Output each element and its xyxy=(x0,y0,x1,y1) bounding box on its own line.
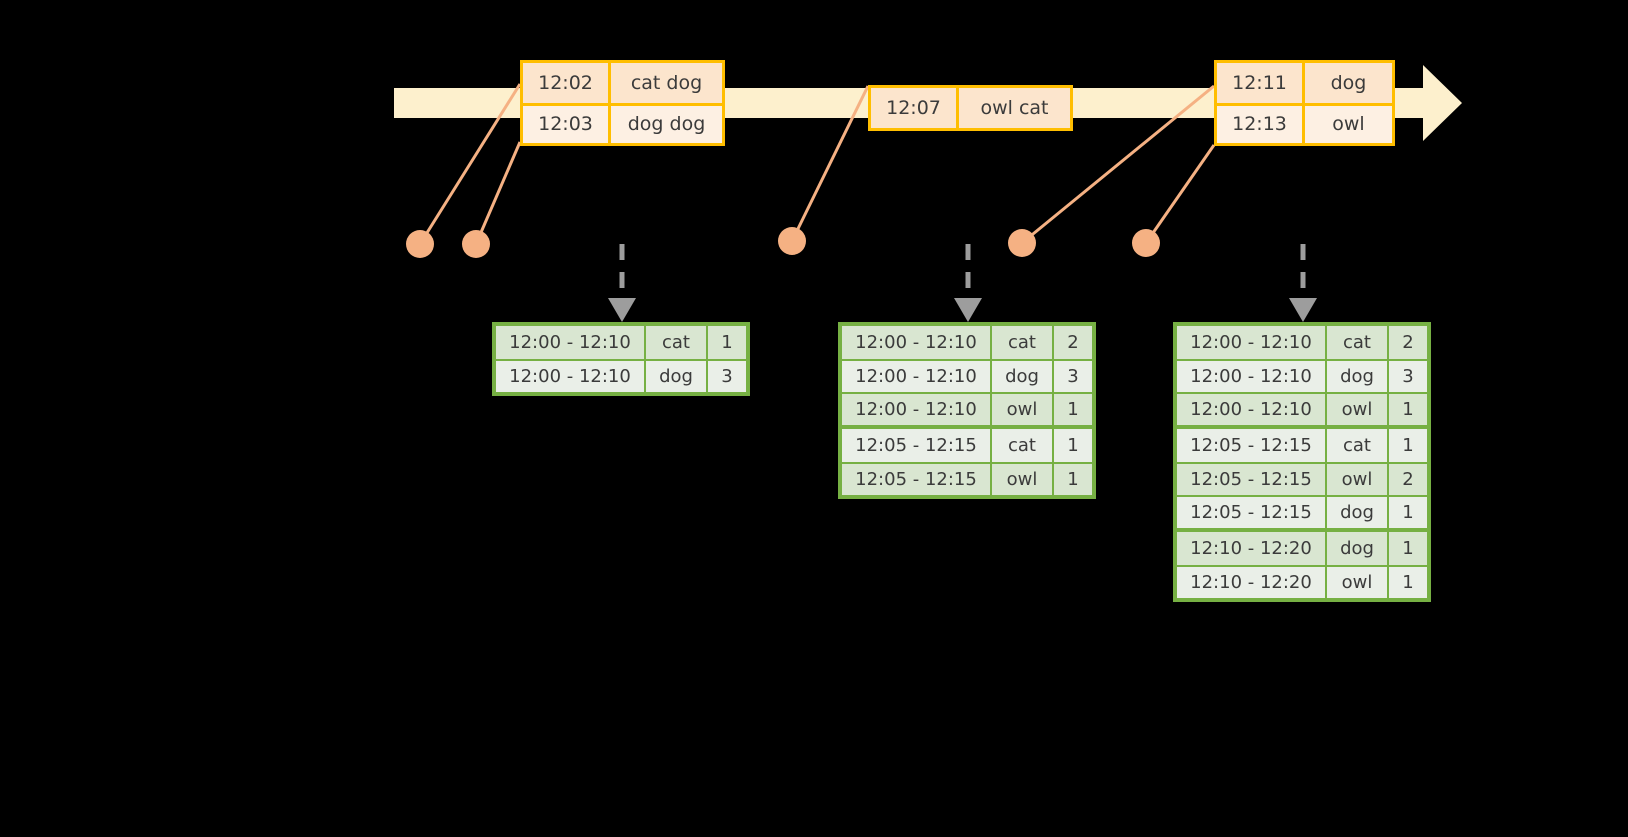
window-cell: 12:00 - 12:10 xyxy=(1177,394,1327,425)
window-cell: 12:00 - 12:10 xyxy=(496,361,646,392)
event-group-2[interactable]: 12:07 owl cat xyxy=(868,85,1073,131)
word-cell: cat xyxy=(646,326,708,359)
count-cell: 2 xyxy=(1389,464,1427,495)
window-cell: 12:00 - 12:10 xyxy=(496,326,646,359)
count-cell: 1 xyxy=(1389,429,1427,462)
connector-dot-1 xyxy=(406,230,434,258)
table-row[interactable]: 12:00 - 12:10 owl 1 xyxy=(842,392,1092,425)
window-cell: 12:10 - 12:20 xyxy=(1177,532,1327,565)
dashed-arrow-1 xyxy=(608,244,636,322)
event-words: owl cat xyxy=(959,88,1070,128)
count-cell: 3 xyxy=(1389,361,1427,392)
table-row[interactable]: 12:05 - 12:15 cat 1 xyxy=(842,429,1092,462)
dashed-arrow-3 xyxy=(1289,244,1317,322)
table-row[interactable]: 12:05 - 12:15 owl 1 xyxy=(842,462,1092,495)
count-cell: 3 xyxy=(1054,361,1092,392)
window-cell: 12:00 - 12:10 xyxy=(1177,326,1327,359)
table-row[interactable]: 12:00 - 12:10 dog 3 xyxy=(496,359,746,392)
word-cell: owl xyxy=(1327,394,1389,425)
event-words: cat dog xyxy=(611,63,722,103)
count-cell: 1 xyxy=(708,326,746,359)
event-time: 12:02 xyxy=(523,63,611,103)
count-cell: 1 xyxy=(1054,429,1092,462)
table-row[interactable]: 12:05 - 12:15 dog 1 xyxy=(1177,495,1427,528)
event-time: 12:07 xyxy=(871,88,959,128)
event-row[interactable]: 12:13 owl xyxy=(1217,103,1392,143)
count-cell: 1 xyxy=(1054,394,1092,425)
window-cell: 12:00 - 12:10 xyxy=(1177,361,1327,392)
event-row[interactable]: 12:02 cat dog xyxy=(523,63,722,103)
count-cell: 3 xyxy=(708,361,746,392)
table-row[interactable]: 12:00 - 12:10 cat 1 xyxy=(496,326,746,359)
word-cell: dog xyxy=(1327,361,1389,392)
table-row[interactable]: 12:00 - 12:10 owl 1 xyxy=(1177,392,1427,425)
window-cell: 12:10 - 12:20 xyxy=(1177,567,1327,598)
result-table-2[interactable]: 12:00 - 12:10 cat 2 12:00 - 12:10 dog 3 … xyxy=(838,322,1096,499)
connector-dot-4 xyxy=(1008,229,1036,257)
connector-dot-5 xyxy=(1132,229,1160,257)
word-cell: owl xyxy=(992,394,1054,425)
event-time: 12:13 xyxy=(1217,106,1305,143)
table-row[interactable]: 12:00 - 12:10 cat 2 xyxy=(842,326,1092,359)
event-row[interactable]: 12:03 dog dog xyxy=(523,103,722,143)
result-window-group: 12:05 - 12:15 cat 1 12:05 - 12:15 owl 2 … xyxy=(1177,425,1427,528)
window-cell: 12:00 - 12:10 xyxy=(842,361,992,392)
word-cell: owl xyxy=(992,464,1054,495)
table-row[interactable]: 12:05 - 12:15 cat 1 xyxy=(1177,429,1427,462)
event-words: owl xyxy=(1305,106,1392,143)
event-words: dog xyxy=(1305,63,1392,103)
connector-dots xyxy=(406,227,1160,258)
table-row[interactable]: 12:00 - 12:10 cat 2 xyxy=(1177,326,1427,359)
result-table-3[interactable]: 12:00 - 12:10 cat 2 12:00 - 12:10 dog 3 … xyxy=(1173,322,1431,602)
dashed-arrow-2 xyxy=(954,244,982,322)
result-window-group: 12:00 - 12:10 cat 2 12:00 - 12:10 dog 3 … xyxy=(1177,326,1427,425)
result-window-group: 12:00 - 12:10 cat 2 12:00 - 12:10 dog 3 … xyxy=(842,326,1092,425)
word-cell: dog xyxy=(992,361,1054,392)
count-cell: 2 xyxy=(1054,326,1092,359)
event-row[interactable]: 12:07 owl cat xyxy=(871,88,1070,128)
event-words: dog dog xyxy=(611,106,722,143)
window-cell: 12:05 - 12:15 xyxy=(842,464,992,495)
result-window-group: 12:00 - 12:10 cat 1 12:00 - 12:10 dog 3 xyxy=(496,326,746,392)
window-cell: 12:05 - 12:15 xyxy=(842,429,992,462)
table-row[interactable]: 12:10 - 12:20 dog 1 xyxy=(1177,532,1427,565)
window-cell: 12:05 - 12:15 xyxy=(1177,497,1327,528)
result-table-1[interactable]: 12:00 - 12:10 cat 1 12:00 - 12:10 dog 3 xyxy=(492,322,750,396)
connector-dot-3 xyxy=(778,227,806,255)
word-cell: cat xyxy=(1327,326,1389,359)
window-cell: 12:00 - 12:10 xyxy=(842,326,992,359)
word-cell: cat xyxy=(992,326,1054,359)
table-row[interactable]: 12:00 - 12:10 dog 3 xyxy=(1177,359,1427,392)
count-cell: 1 xyxy=(1389,567,1427,598)
result-window-group: 12:10 - 12:20 dog 1 12:10 - 12:20 owl 1 xyxy=(1177,528,1427,598)
count-cell: 1 xyxy=(1389,394,1427,425)
window-cell: 12:05 - 12:15 xyxy=(1177,429,1327,462)
word-cell: cat xyxy=(992,429,1054,462)
word-cell: owl xyxy=(1327,567,1389,598)
word-cell: owl xyxy=(1327,464,1389,495)
word-cell: cat xyxy=(1327,429,1389,462)
dashed-arrows xyxy=(608,244,1317,322)
count-cell: 2 xyxy=(1389,326,1427,359)
event-group-1[interactable]: 12:02 cat dog 12:03 dog dog xyxy=(520,60,725,146)
window-cell: 12:00 - 12:10 xyxy=(842,394,992,425)
connector-dot-2 xyxy=(462,230,490,258)
window-cell: 12:05 - 12:15 xyxy=(1177,464,1327,495)
table-row[interactable]: 12:10 - 12:20 owl 1 xyxy=(1177,565,1427,598)
count-cell: 1 xyxy=(1054,464,1092,495)
count-cell: 1 xyxy=(1389,497,1427,528)
word-cell: dog xyxy=(646,361,708,392)
event-time: 12:03 xyxy=(523,106,611,143)
count-cell: 1 xyxy=(1389,532,1427,565)
event-time: 12:11 xyxy=(1217,63,1305,103)
table-row[interactable]: 12:05 - 12:15 owl 2 xyxy=(1177,462,1427,495)
event-row[interactable]: 12:11 dog xyxy=(1217,63,1392,103)
word-cell: dog xyxy=(1327,532,1389,565)
result-window-group: 12:05 - 12:15 cat 1 12:05 - 12:15 owl 1 xyxy=(842,425,1092,495)
event-group-3[interactable]: 12:11 dog 12:13 owl xyxy=(1214,60,1395,146)
word-cell: dog xyxy=(1327,497,1389,528)
table-row[interactable]: 12:00 - 12:10 dog 3 xyxy=(842,359,1092,392)
